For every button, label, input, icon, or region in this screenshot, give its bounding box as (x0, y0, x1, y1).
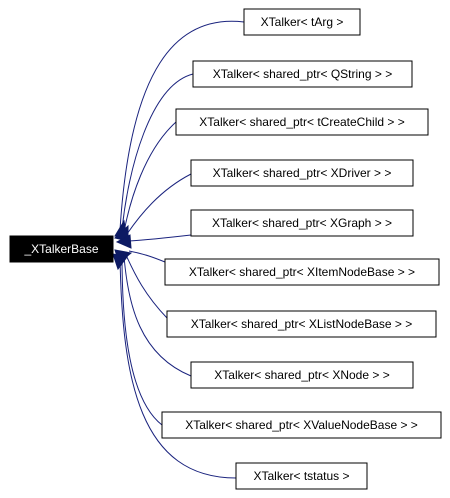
base-class-label: _XTalkerBase (23, 242, 98, 256)
inheritance-edges (119, 20, 245, 479)
arrowhead-icon (115, 234, 132, 249)
derived-node-box (192, 60, 413, 88)
edge-xdriver (126, 173, 192, 235)
edge-xitemnodebase (128, 250, 166, 263)
derived-node-box (175, 108, 429, 136)
edge-tcreatechild (123, 121, 177, 233)
derived-node-label: XTalker< shared_ptr< XDriver > > (213, 166, 392, 180)
derived-node-xgraph[interactable]: XTalker< shared_ptr< XGraph > > (190, 209, 414, 237)
base-class-box (9, 235, 114, 263)
edge-targ (119, 20, 245, 231)
derived-node-label: XTalker< shared_ptr< XListNodeBase > > (191, 317, 412, 331)
derived-node-label: XTalker< tstatus > (253, 469, 349, 483)
derived-node-box (164, 258, 440, 286)
base-class-node[interactable]: _XTalkerBase (9, 235, 114, 263)
edge-tstatus (119, 255, 237, 479)
derived-node-xnode[interactable]: XTalker< shared_ptr< XNode > > (190, 361, 414, 389)
derived-node-box (161, 411, 442, 439)
derived-node-label: XTalker< shared_ptr< XNode > > (214, 368, 389, 382)
edge-xnode (123, 255, 192, 377)
derived-node-box (190, 159, 414, 187)
derived-node-label: XTalker< shared_ptr< XItemNodeBase > > (189, 265, 415, 279)
derived-node-xitemnodebase[interactable]: XTalker< shared_ptr< XItemNodeBase > > (164, 258, 440, 286)
arrowhead-icon (112, 253, 128, 271)
edge-xvaluenodebase (121, 255, 163, 426)
derived-node-targ[interactable]: XTalker< tArg > (243, 8, 361, 36)
derived-node-box (166, 310, 437, 338)
derived-node-xlistnodebase[interactable]: XTalker< shared_ptr< XListNodeBase > > (166, 310, 437, 338)
derived-node-box (243, 8, 361, 36)
derived-node-box (235, 462, 368, 490)
derived-node-label: XTalker< shared_ptr< QString > > (213, 67, 392, 81)
derived-node-label: XTalker< shared_ptr< XGraph > > (212, 216, 392, 230)
derived-node-qstring[interactable]: XTalker< shared_ptr< QString > > (192, 60, 413, 88)
derived-node-label: XTalker< shared_ptr< XValueNodeBase > > (185, 418, 418, 432)
derived-node-box (190, 361, 414, 389)
derived-node-tstatus[interactable]: XTalker< tstatus > (235, 462, 368, 490)
derived-class-nodes: XTalker< tArg > XTalker< shared_ptr< QSt… (161, 8, 442, 490)
inheritance-arrowheads (112, 219, 133, 271)
derived-node-xdriver[interactable]: XTalker< shared_ptr< XDriver > > (190, 159, 414, 187)
derived-node-xvaluenodebase[interactable]: XTalker< shared_ptr< XValueNodeBase > > (161, 411, 442, 439)
derived-node-label: XTalker< shared_ptr< tCreateChild > > (199, 115, 404, 129)
derived-node-label: XTalker< tArg > (261, 15, 344, 29)
edge-qstring (121, 73, 194, 231)
edge-xlistnodebase (125, 254, 168, 319)
edge-xgraph (128, 234, 192, 242)
derived-node-tcreatechild[interactable]: XTalker< shared_ptr< tCreateChild > > (175, 108, 429, 136)
derived-node-box (190, 209, 414, 237)
